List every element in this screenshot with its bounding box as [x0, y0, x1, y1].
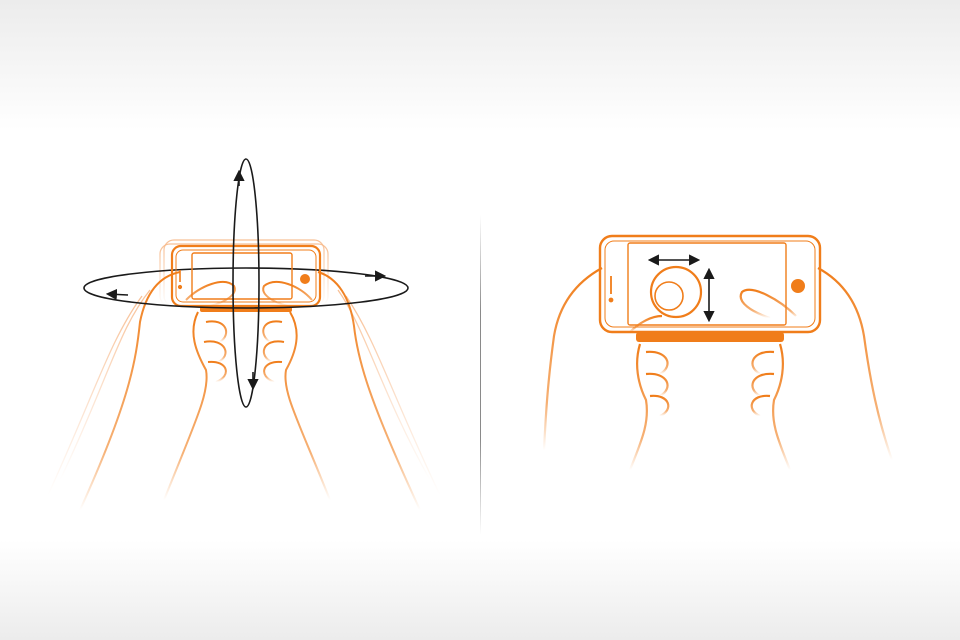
rotation-vertical-ring-icon — [233, 159, 259, 407]
panel-tilt-rotate — [48, 159, 440, 510]
phone-icon — [600, 236, 820, 342]
panel-divider — [480, 215, 481, 535]
phone-icon — [172, 246, 320, 312]
rotation-arrow-left — [108, 294, 128, 295]
left-hand-icon — [544, 267, 701, 470]
rotation-horizontal-ring-icon — [84, 268, 408, 288]
panel-thumb-drag — [544, 236, 892, 470]
right-hand-icon — [741, 268, 892, 470]
